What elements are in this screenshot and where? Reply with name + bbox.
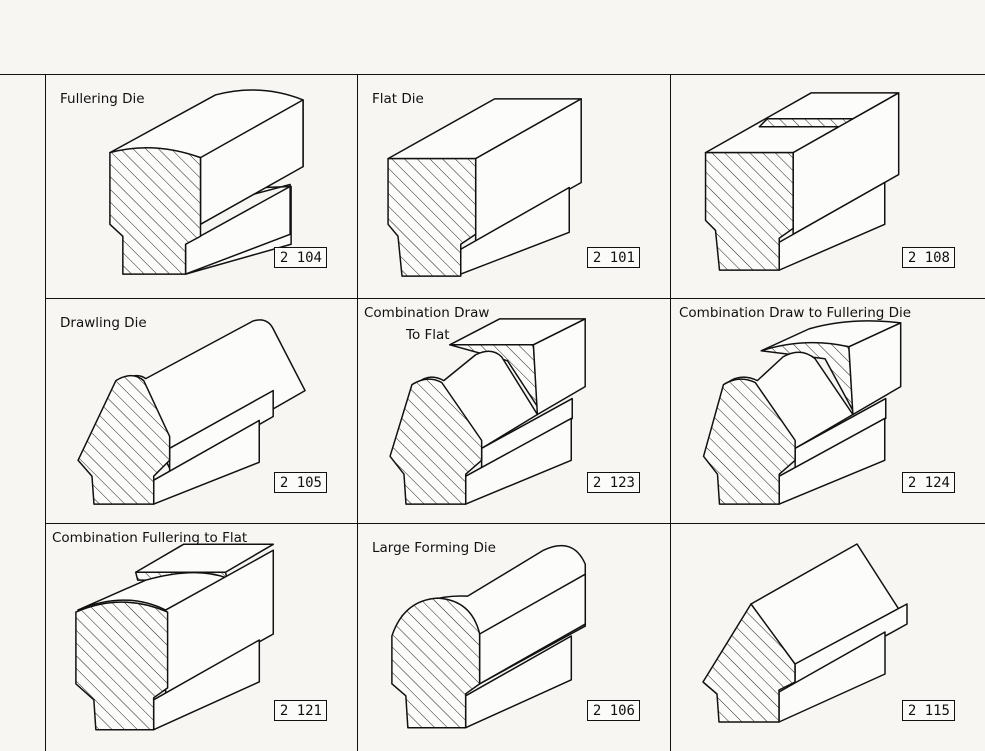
part-code: 2 105 — [273, 472, 327, 493]
combination-draw-to-fullering-drawing — [702, 320, 902, 505]
part-code: 2 101 — [586, 247, 640, 268]
flat-die-drawing — [387, 98, 582, 277]
combination-draw-to-flat-drawing — [389, 318, 586, 505]
die-2115-drawing — [702, 543, 908, 723]
die-label: Combination Fullering to Flat — [52, 530, 248, 546]
part-code: 2 124 — [901, 472, 955, 493]
cell-flat-die: Flat Die 2 101 — [358, 75, 671, 299]
die-label: Drawling Die — [60, 315, 147, 331]
fullering-die-drawing — [109, 89, 304, 275]
die-chart-sheet: Fullering Die 2 104 Flat Die 2 101 — [0, 74, 985, 751]
cell-combination-draw-to-flat: Combination Draw To Flat 2 123 — [358, 299, 671, 524]
cell-combination-fullering-to-flat: Combination Fullering to Flat 2 121 — [46, 524, 358, 751]
drawling-die-drawing — [77, 319, 306, 505]
die-label-line2: To Flat — [406, 327, 450, 343]
left-margin-strip — [0, 75, 46, 751]
die-label: Fullering Die — [60, 91, 145, 107]
cell-combination-draw-to-fullering: Combination Draw to Fullering Die 2 124 — [671, 299, 985, 524]
die-label: Combination Draw — [364, 305, 490, 321]
part-code: 2 115 — [901, 700, 955, 721]
cell-drawling-die: Drawling Die 2 105 — [46, 299, 358, 524]
part-code: 2 104 — [273, 247, 327, 268]
cell-die-2115: 2 115 — [671, 524, 985, 751]
die-label: Flat Die — [372, 91, 424, 107]
cell-large-forming-die: Large Forming Die 2 106 — [358, 524, 671, 751]
combination-fullering-to-flat-drawing — [75, 543, 275, 731]
die-label: Combination Draw to Fullering Die — [679, 305, 912, 321]
die-label: Large Forming Die — [372, 540, 496, 556]
die-2108-drawing — [704, 92, 900, 271]
part-code: 2 108 — [901, 247, 955, 268]
large-forming-die-drawing — [391, 544, 587, 729]
part-code: 2 106 — [586, 700, 640, 721]
die-grid: Fullering Die 2 104 Flat Die 2 101 — [46, 75, 985, 751]
part-code: 2 123 — [586, 472, 640, 493]
part-code: 2 121 — [273, 700, 327, 721]
cell-die-2108: 2 108 — [671, 75, 985, 299]
cell-fullering-die: Fullering Die 2 104 — [46, 75, 358, 299]
